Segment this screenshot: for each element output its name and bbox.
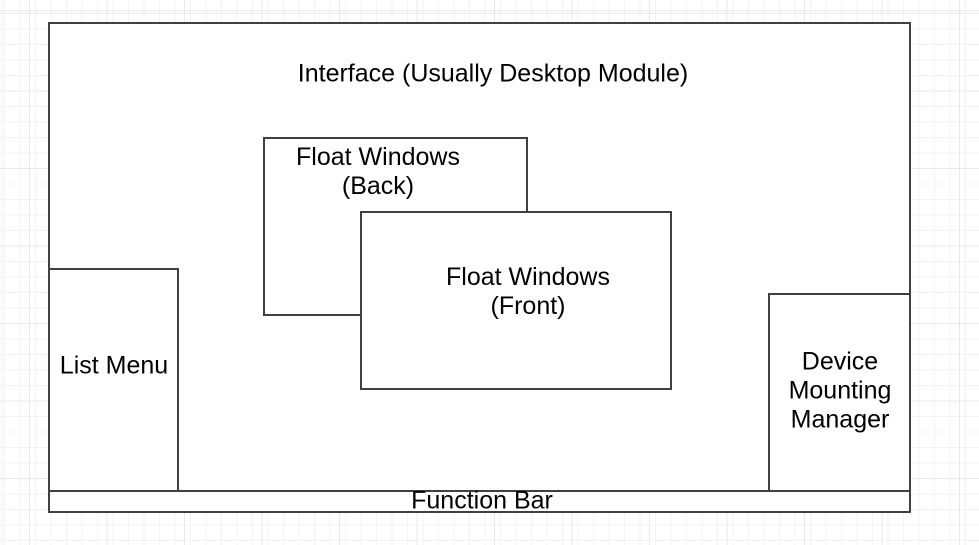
interface-label: Interface (Usually Desktop Module) xyxy=(297,59,689,88)
function-bar-label: Function Bar xyxy=(411,486,553,515)
function-bar-box xyxy=(48,490,911,513)
float-windows-front-label: Float Windows (Front) xyxy=(446,263,610,320)
list-menu-label: List Menu xyxy=(59,351,169,380)
float-windows-back-label: Float Windows (Back) xyxy=(296,143,460,200)
float-windows-front-box xyxy=(360,211,672,390)
device-mounting-manager-label: Device Mounting Manager xyxy=(788,347,892,434)
list-menu-box xyxy=(48,268,179,492)
